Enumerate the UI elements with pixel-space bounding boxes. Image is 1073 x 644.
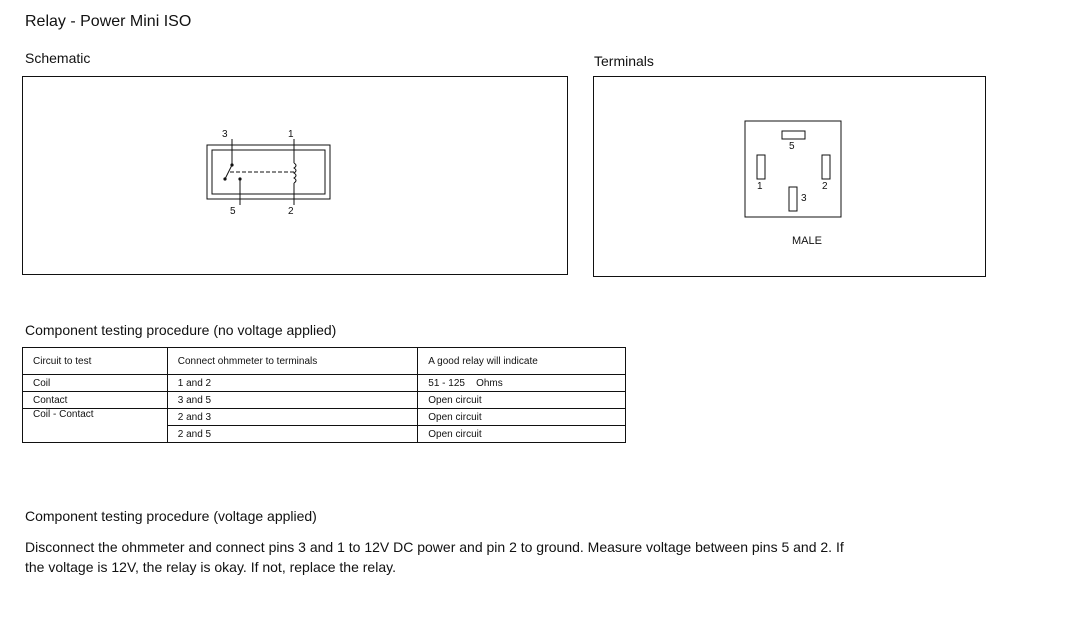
table-row: Contact 3 and 5 Open circuit: [22, 391, 626, 409]
relay-outer-housing: [206, 144, 331, 200]
pin5-contact-dot: [238, 177, 242, 181]
switch-pivot-dot: [223, 177, 227, 181]
schematic-pin-2: 2: [288, 206, 294, 217]
terminal-3-blade: [788, 186, 798, 212]
terminal-pin-2: 2: [822, 181, 828, 192]
terminal-2-blade: [821, 154, 831, 180]
table-row: 2 and 5 Open circuit: [22, 425, 626, 443]
terminals-cell: 2 and 5: [166, 425, 419, 443]
circuit-cell: Coil: [22, 374, 168, 392]
terminals-caption: MALE: [792, 235, 822, 247]
relay-inner-housing: [211, 149, 326, 195]
schematic-pin-1: 1: [288, 129, 294, 140]
result-cell: Open circuit: [417, 408, 626, 426]
switch-arm: [224, 164, 233, 180]
schematic-label: Schematic: [25, 50, 91, 66]
column-header: Circuit to test: [22, 347, 168, 375]
column-header: Connect ohmmeter to terminals: [166, 347, 419, 375]
circuit-cell: [22, 425, 168, 443]
terminal-pin-3: 3: [801, 193, 807, 204]
schematic-pin-3: 3: [222, 129, 228, 140]
voltage-heading: Component testing procedure (voltage app…: [25, 508, 317, 524]
no-voltage-test-table: Circuit to test Connect ohmmeter to term…: [22, 347, 626, 443]
terminals-cell: 2 and 3: [166, 408, 419, 426]
connector-face: [744, 120, 842, 218]
result-cell: Open circuit: [417, 425, 626, 443]
no-voltage-heading: Component testing procedure (no voltage …: [25, 322, 337, 338]
table-row: Coil - Contact 2 and 3 Open circuit: [22, 408, 626, 426]
circuit-cell: Coil - Contact: [22, 408, 168, 426]
table-row: Coil 1 and 2 51 - 125 Ohms: [22, 374, 626, 392]
result-cell: Open circuit: [417, 391, 626, 409]
voltage-procedure-text: Disconnect the ohmmeter and connect pins…: [25, 539, 844, 575]
terminal-pin-1: 1: [757, 181, 763, 192]
result-cell: 51 - 125 Ohms: [417, 374, 626, 392]
circuit-cell: Contact: [22, 391, 168, 409]
page-title: Relay - Power Mini ISO: [25, 13, 192, 30]
terminal-pin-5: 5: [789, 141, 795, 152]
column-header: A good relay will indicate: [417, 347, 626, 375]
terminal-5-blade: [781, 130, 806, 140]
terminal-layout-diagram: [744, 120, 842, 218]
coil-winding: [293, 162, 297, 184]
schematic-pin-5: 5: [230, 206, 236, 217]
table-header-row: Circuit to test Connect ohmmeter to term…: [22, 347, 626, 375]
terminal-1-blade: [756, 154, 766, 180]
schematic-panel: 3 1 5 2: [22, 76, 568, 275]
terminals-panel: 5 1 2 3 MALE: [593, 76, 986, 277]
terminals-cell: 3 and 5: [166, 391, 419, 409]
terminals-cell: 1 and 2: [166, 374, 419, 392]
relay-schematic-diagram: [206, 139, 331, 205]
terminals-label: Terminals: [594, 53, 654, 69]
